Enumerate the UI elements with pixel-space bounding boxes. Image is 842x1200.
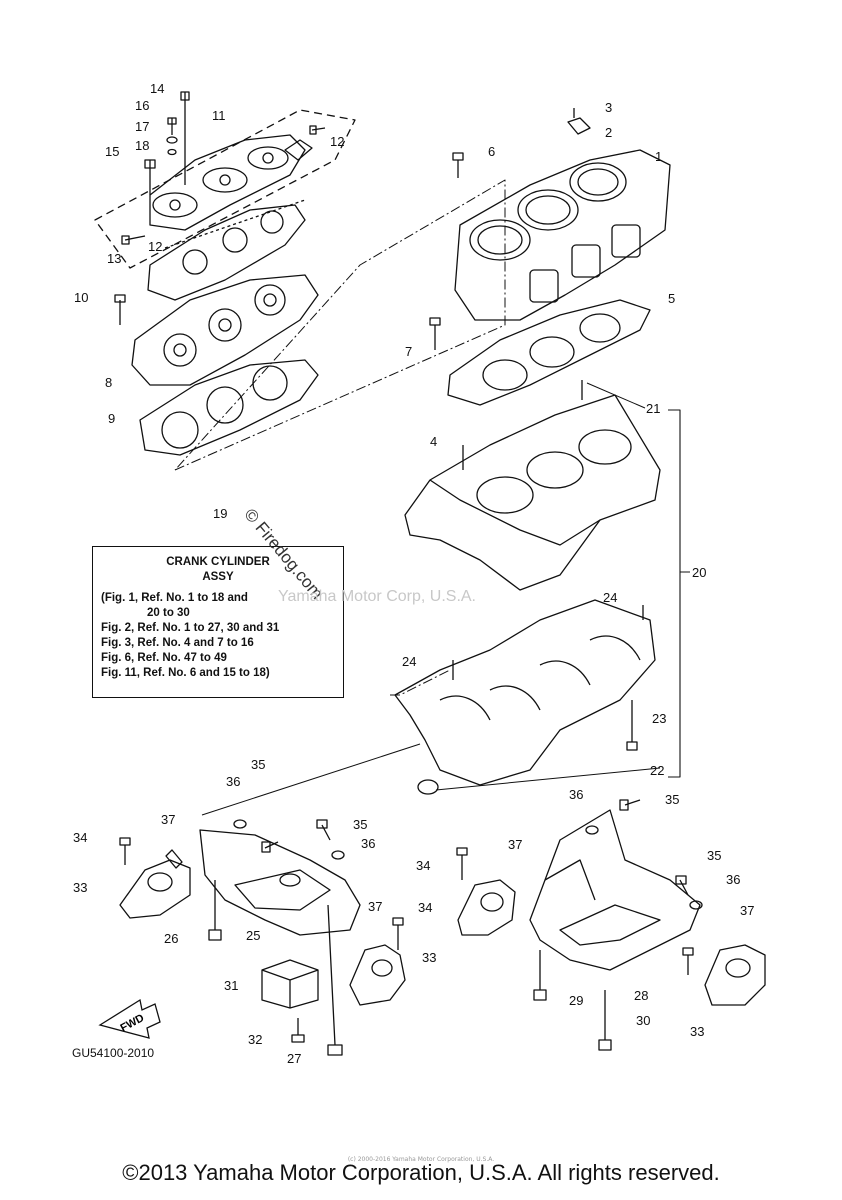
part-label: 5 [668, 291, 675, 306]
part-label: 36 [726, 872, 740, 887]
part-label: 11 [212, 108, 226, 123]
part-label: 22 [650, 763, 664, 778]
legend-row: 20 to 30 [147, 607, 190, 619]
legend-row: Fig. 11, Ref. No. 6 and 15 to 18) [101, 667, 270, 679]
part-label: 28 [634, 988, 648, 1003]
legend-row: Fig. 3, Ref. No. 4 and 7 to 16 [101, 637, 254, 649]
part-label: 1 [655, 149, 662, 164]
part-label: 27 [287, 1051, 301, 1066]
crankcase-upper [404, 380, 661, 591]
part-label: 24 [603, 590, 617, 605]
part-label: 19 [213, 506, 227, 521]
part-label: 34 [73, 830, 87, 845]
part-label: 6 [488, 144, 495, 159]
part-label: 34 [416, 858, 430, 873]
part-labels: 1 2 3 4 5 6 7 8 9 10 11 12 12 13 14 15 1… [73, 81, 754, 1066]
part-label: 12 [330, 134, 344, 149]
part-label: 35 [665, 792, 679, 807]
part-label: 29 [569, 993, 583, 1008]
head-gasket-9 [139, 359, 319, 456]
part-label: 14 [150, 81, 164, 96]
rubber-mount-31 [261, 959, 319, 1043]
part-label: 9 [108, 411, 115, 426]
part-label: 37 [368, 899, 382, 914]
part-label: 8 [105, 375, 112, 390]
part-label: 37 [508, 837, 522, 852]
legend-title: CRANK CYLINDER [166, 556, 270, 568]
part-label: 2 [605, 125, 612, 140]
part-label: 37 [161, 812, 175, 827]
part-label: 36 [226, 774, 240, 789]
cylinder-block-1 [429, 108, 671, 350]
part-label: 37 [740, 903, 754, 918]
rubber-mount-right-b [682, 944, 766, 1006]
rubber-mount-right-a [456, 847, 516, 936]
legend-row: Fig. 6, Ref. No. 47 to 49 [101, 652, 227, 664]
part-label: 21 [646, 401, 660, 416]
rubber-mount-left [119, 837, 191, 919]
part-label: 24 [402, 654, 416, 669]
head-cover-assembly [94, 91, 356, 269]
part-label: 10 [74, 290, 88, 305]
part-label: 3 [605, 100, 612, 115]
part-label: 33 [73, 880, 87, 895]
part-label: 36 [569, 787, 583, 802]
part-label: 20 [692, 565, 706, 580]
cylinder-gasket-5 [447, 299, 651, 406]
part-label: 12 [148, 239, 162, 254]
assembly-legend-box: CRANK CYLINDER ASSY (Fig. 1, Ref. No. 1 … [92, 546, 344, 698]
part-label: 35 [707, 848, 721, 863]
part-label: 30 [636, 1013, 650, 1028]
part-label: 35 [251, 757, 265, 772]
part-label: 33 [422, 950, 436, 965]
engine-mount-bracket-28 [529, 809, 701, 1051]
crankcase-lower [394, 599, 656, 795]
copyright-footer: ©2013 Yamaha Motor Corporation, U.S.A. A… [122, 1160, 720, 1185]
part-label: 15 [105, 144, 119, 159]
rubber-mount-center [349, 917, 406, 1006]
yamaha-watermark: Yamaha Motor Corp, U.S.A. [278, 588, 476, 605]
engine-mount-bracket-25 [199, 829, 361, 1056]
part-label: 17 [135, 119, 149, 134]
part-label: 26 [164, 931, 178, 946]
part-label: 16 [135, 98, 149, 113]
tiny-credit: (c) 2000-2016 Yamaha Motor Corporation, … [347, 1156, 495, 1163]
part-label: 4 [430, 434, 437, 449]
part-label: 23 [652, 711, 666, 726]
legend-subtitle: ASSY [202, 571, 234, 583]
part-label: 32 [248, 1032, 262, 1047]
part-label: 36 [361, 836, 375, 851]
fwd-arrow-icon: FWD [98, 998, 161, 1039]
part-label: 34 [418, 900, 432, 915]
diagram-code: GU54100-2010 [72, 1046, 155, 1060]
part-label: 7 [405, 344, 412, 359]
head-gasket-13 [147, 199, 306, 301]
legend-row: (Fig. 1, Ref. No. 1 to 18 and [101, 592, 248, 604]
part-label: 25 [246, 928, 260, 943]
part-label: 33 [690, 1024, 704, 1039]
part-label: 31 [224, 978, 238, 993]
part-label: 18 [135, 138, 149, 153]
legend-row: Fig. 2, Ref. No. 1 to 27, 30 and 31 [101, 622, 280, 634]
cylinder-head-8 [114, 274, 319, 386]
part-label: 13 [107, 251, 121, 266]
part-label: 35 [353, 817, 367, 832]
